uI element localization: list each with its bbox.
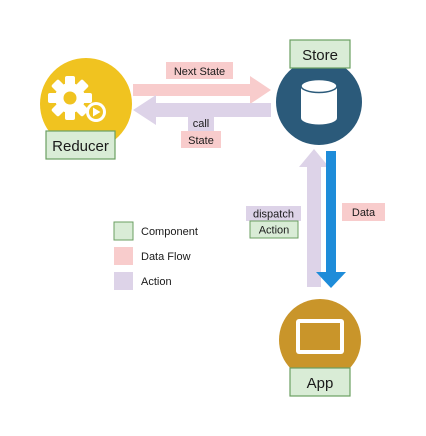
dispatch-action-edge: dispatch Action — [246, 149, 329, 287]
gear-play-icon — [48, 76, 106, 122]
reducer-label: Reducer — [52, 138, 109, 155]
store-label-box — [289, 39, 351, 69]
app-node: App — [279, 299, 361, 397]
database-icon — [300, 78, 338, 125]
store-node: Store — [276, 39, 362, 145]
legend-component-label: Component — [141, 226, 198, 238]
data-arrow-head — [316, 272, 346, 288]
legend-component-swatch — [113, 221, 134, 241]
store-label: Store — [302, 47, 338, 64]
call-state-edge: call State — [133, 95, 271, 148]
legend-action-label: Action — [141, 276, 172, 288]
state-label: State — [188, 135, 214, 147]
next-state-arrow — [133, 76, 271, 104]
state-label-box — [181, 131, 221, 148]
dispatch-label: dispatch — [253, 209, 294, 221]
next-state-label-box — [166, 62, 233, 79]
data-edge: Data — [316, 151, 385, 288]
data-label-box — [342, 203, 385, 221]
app-label: App — [307, 375, 334, 392]
reducer-node: Reducer — [40, 58, 132, 160]
dispatch-label-box — [246, 206, 301, 221]
reducer-circle — [40, 58, 132, 150]
app-label-box — [289, 367, 351, 397]
dispatch-arrow — [299, 149, 329, 287]
call-label: call — [193, 118, 210, 130]
legend-data-flow-label: Data Flow — [141, 251, 191, 263]
legend-action-swatch — [114, 272, 133, 290]
action-label: Action — [259, 225, 290, 237]
next-state-edge: Next State — [133, 62, 271, 104]
reducer-label-box — [45, 130, 116, 160]
legend: Component Data Flow Action — [113, 221, 198, 290]
data-label: Data — [352, 207, 376, 219]
data-arrow-shaft — [326, 151, 336, 274]
monitor-icon — [296, 319, 344, 354]
legend-data-flow-swatch — [114, 247, 133, 265]
call-label-box — [188, 115, 214, 131]
next-state-label: Next State — [174, 66, 225, 78]
call-state-arrow — [133, 95, 271, 125]
action-label-box — [249, 220, 299, 239]
